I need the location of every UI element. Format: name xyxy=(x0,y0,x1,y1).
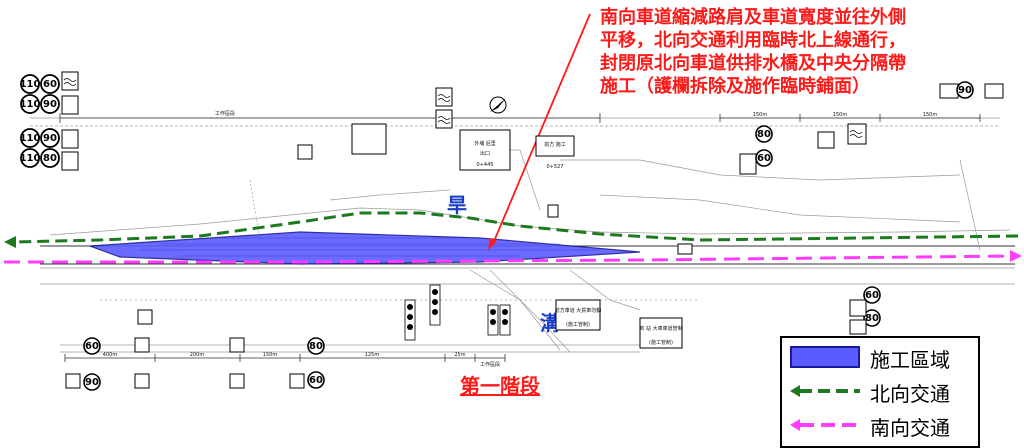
callout-leader-arrow-icon xyxy=(488,238,497,250)
distance-25-a: 25m xyxy=(454,352,465,358)
phase-title: 第一階段 xyxy=(460,374,540,398)
sign-exit-km: 0+445 xyxy=(477,162,494,168)
callout-leader xyxy=(491,13,591,247)
southbound-arrow-icon xyxy=(1010,250,1022,262)
distance-ruler-top xyxy=(719,114,981,122)
callout-line-2: 平移，北向交通利用臨時北上線通行， xyxy=(600,30,906,51)
speed-sign-90-bl: 90 xyxy=(85,377,99,388)
legend-zone-label: 施工區域 xyxy=(870,348,950,372)
legend-item-north: 北向交通 xyxy=(790,376,970,406)
legend-south-swatch xyxy=(790,419,860,431)
sign-main-box xyxy=(555,299,601,331)
sign-main: 前方車道 大貨車勿動 xyxy=(555,307,602,314)
speed-sign-60-bl: 60 xyxy=(85,341,99,352)
speed-sign-60: 60 xyxy=(43,79,57,90)
legend-north-swatch xyxy=(790,385,860,397)
distance-top-150-c: 150m xyxy=(923,112,938,118)
sign-right-sub: (施工管制) xyxy=(649,339,673,346)
callout-line-4: 施工（護欄拆除及施作臨時鋪面） xyxy=(600,76,870,97)
sign-right-box xyxy=(639,317,683,349)
legend-item-zone: 施工區域 xyxy=(790,342,970,372)
distance-125: 125m xyxy=(365,352,380,358)
speed-sign-80: 80 xyxy=(43,153,57,164)
callout-line-1: 南向車道縮減路肩及車道寬度並往外側 xyxy=(600,7,906,28)
speed-sign-110-b: 110 xyxy=(20,99,41,110)
northbound-arrow-icon xyxy=(4,236,16,248)
warning-signs-top xyxy=(61,71,1004,255)
sign-main-sub: (施工管制) xyxy=(566,321,590,328)
north-compass-icon xyxy=(489,96,507,114)
speed-sign-110-d: 110 xyxy=(20,153,41,164)
distance-ruler-bottom xyxy=(64,354,506,362)
speed-sign-80-right: 80 xyxy=(757,129,771,140)
speed-sign-80-bottom: 80 xyxy=(309,341,323,352)
speed-sign-60-right: 60 xyxy=(757,153,771,164)
speed-sign-stack-left: 110 60 110 90 110 90 110 80 xyxy=(20,74,60,168)
speed-sign-stack-right: 90 80 60 60 80 80 60 60 90 xyxy=(83,81,974,391)
legend: 施工區域 北向交通 南向交通 xyxy=(780,336,980,448)
sign-exit-sub: 出口 xyxy=(480,150,490,157)
speed-sign-90-right: 90 xyxy=(958,85,972,96)
gou-label: 溝 xyxy=(540,311,560,335)
signal-posts xyxy=(404,284,511,341)
legend-zone-swatch xyxy=(790,346,860,368)
northbound-traffic-route xyxy=(13,211,1019,244)
sign-prepare-km: 0+527 xyxy=(547,164,564,170)
sign-prepare: 前方 施工 xyxy=(544,141,566,148)
southbound-traffic-route xyxy=(4,254,1011,264)
speed-sign-90-b: 90 xyxy=(43,133,57,144)
work-zone-top-label: 工作區段 xyxy=(215,110,235,117)
speed-sign-110: 110 xyxy=(20,79,41,90)
legend-south-label: 南向交通 xyxy=(870,416,950,440)
distance-top-150-b: 150m xyxy=(833,112,848,118)
warning-signs-bottom xyxy=(65,299,867,389)
wave-glyphs xyxy=(63,78,863,138)
legend-item-south: 南向交通 xyxy=(790,410,970,440)
legend-north-label: 北向交通 xyxy=(870,382,950,406)
sign-exit: 外埔 后里 xyxy=(474,140,496,147)
distance-150: 150m xyxy=(263,352,278,358)
callout-line-3: 封閉原北向車道供排水橋及中央分隔帶 xyxy=(600,53,906,74)
work-zone-bottom-label: 工作區段 xyxy=(480,361,500,368)
sign-right: 到 站 大車車道管制 xyxy=(639,325,682,332)
distance-200: 200m xyxy=(190,352,205,358)
speed-sign-110-c: 110 xyxy=(20,133,41,144)
construction-zone-hatch xyxy=(140,237,600,257)
distance-400: 400m xyxy=(103,352,118,358)
speed-sign-60-br: 60 xyxy=(865,290,879,301)
speed-sign-60-bottom: 60 xyxy=(309,375,323,386)
han-label: 旱 xyxy=(447,193,467,217)
work-zone-top-bracket xyxy=(59,113,601,123)
speed-sign-90: 90 xyxy=(43,99,57,110)
distance-top-150-a: 150m xyxy=(753,112,768,118)
callout-note: 南向車道縮減路肩及車道寬度並往外側 平移，北向交通利用臨時北上線通行， 封閉原北… xyxy=(600,6,1020,98)
speed-sign-80-br: 80 xyxy=(865,313,879,324)
